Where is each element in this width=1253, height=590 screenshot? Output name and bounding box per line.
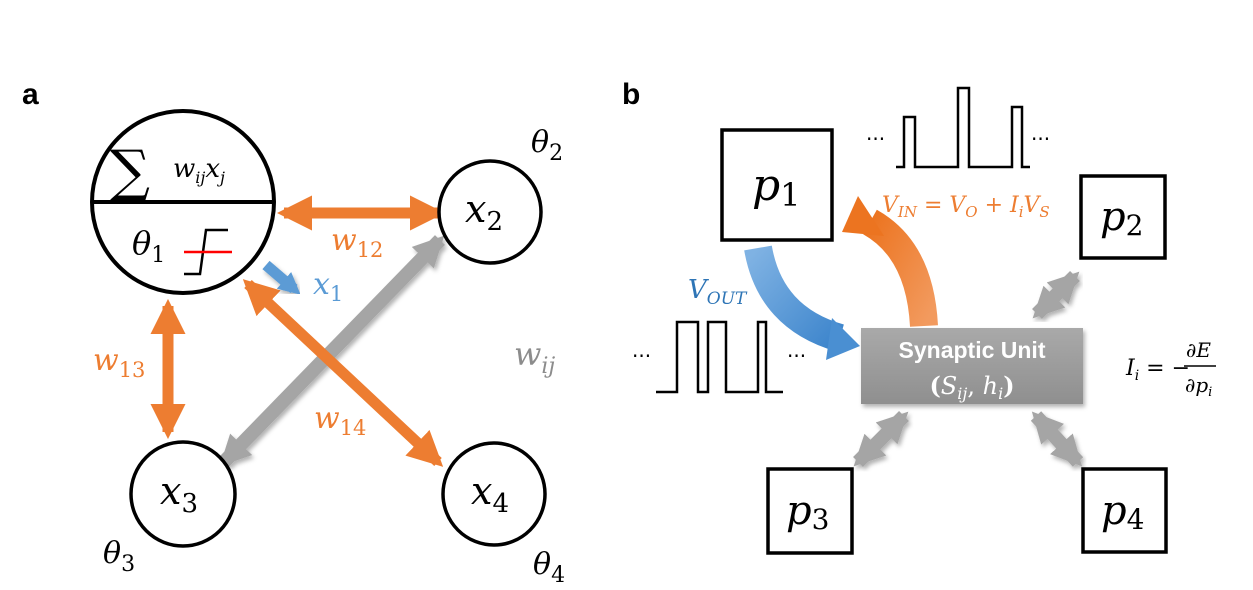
processor-p3: p3 xyxy=(766,467,854,555)
link-su-p4 xyxy=(1030,411,1084,467)
svg-text:p2: p2 xyxy=(1100,194,1143,242)
svg-text:p3: p3 xyxy=(786,488,829,536)
output-pulse-train: ··· ··· xyxy=(632,320,806,394)
current-equation: Ii = − ∂E ∂pi xyxy=(1125,338,1216,400)
svg-text:p4: p4 xyxy=(1101,488,1144,536)
link-su-p2 xyxy=(1032,271,1080,319)
link-su-p3 xyxy=(853,411,909,467)
svg-text:x4: x4 xyxy=(471,469,509,519)
orange-connections xyxy=(150,195,446,467)
node-x4: x4 θ4 xyxy=(441,441,565,588)
synaptic-unit-title: Synaptic Unit xyxy=(899,337,1046,363)
theta-3: θ3 xyxy=(103,536,135,577)
neuron-1: ∑ wijxj θ1 xyxy=(90,109,276,295)
blue-output-arrows xyxy=(182,177,331,343)
weight-label-w12: w12 xyxy=(331,223,383,262)
node-x2: x2 θ2 xyxy=(437,125,563,265)
node-x3: x3 θ3 xyxy=(103,440,237,577)
ellipsis-left: ··· xyxy=(632,344,651,368)
weight-label-wij: wij xyxy=(514,335,555,379)
step-function-icon xyxy=(184,228,232,276)
output-arrow-diag xyxy=(262,260,301,295)
gray-connections xyxy=(218,235,505,509)
ellipsis-right: ··· xyxy=(1031,127,1050,151)
svg-text:p1: p1 xyxy=(752,160,801,214)
v-in-equation: VIN = VO + IiVS xyxy=(882,193,1050,221)
ellipsis-right: ··· xyxy=(787,344,806,368)
equation-denominator: ∂pi xyxy=(1185,373,1212,400)
gray-links xyxy=(853,271,1084,467)
sum-term: wijxj xyxy=(173,154,225,187)
v-in-arrow xyxy=(842,196,938,327)
ellipsis-left: ··· xyxy=(866,127,885,151)
processor-p4: p4 xyxy=(1081,467,1168,554)
svg-text:Ii = −: Ii = − xyxy=(1125,356,1190,384)
synaptic-unit-params: (Sij, hi) xyxy=(929,371,1014,403)
sum-symbol: ∑ xyxy=(110,139,150,204)
panel-a-label: a xyxy=(22,78,39,111)
v-out-arrow xyxy=(744,245,860,360)
processor-p2: p2 xyxy=(1079,174,1167,260)
theta-1: θ1 xyxy=(132,224,165,268)
svg-text:x2: x2 xyxy=(465,187,503,237)
processor-p1: p1 xyxy=(720,128,834,242)
svg-text:x3: x3 xyxy=(160,469,198,519)
weight-label-w14: w14 xyxy=(314,401,366,440)
input-pulse-train: ··· ··· xyxy=(866,86,1050,169)
edge-w14 xyxy=(242,279,444,467)
theta-2: θ2 xyxy=(531,125,563,166)
v-out-label: VOUT xyxy=(688,275,748,309)
equation-numerator: ∂E xyxy=(1186,338,1211,362)
panel-b-label: b xyxy=(622,78,640,111)
theta-4: θ4 xyxy=(533,547,565,588)
output-label-x1: x1 xyxy=(313,267,343,306)
synaptic-unit: Synaptic Unit (Sij, hi) xyxy=(861,328,1083,404)
weight-label-w13: w13 xyxy=(93,343,145,382)
